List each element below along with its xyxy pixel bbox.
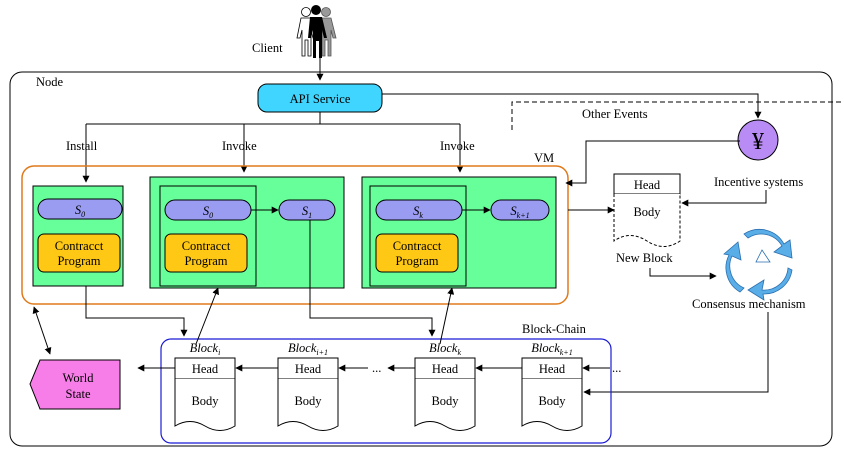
new-block-head: Head [634,178,661,192]
contract-program-line1: Contracct [55,239,104,253]
chain-ellipsis-1: ... [372,361,381,375]
client-label: Client [252,41,283,55]
state-s1-label: S1 [302,204,312,220]
invoke-label-2: Invoke [440,139,475,153]
state-sk1-label: Sk+1 [510,204,529,220]
block-k-label: Blockk [429,341,461,357]
new-block-body: Body [633,205,661,219]
install-label: Install [66,139,98,153]
state-s0-label-2: S0 [203,204,213,220]
state-sk-label: Sk [413,204,423,220]
contract-program-box [37,233,121,273]
incentive-symbol: ¥ [752,129,764,155]
blockchain-container [160,338,612,444]
state-s0-label: S0 [75,203,85,219]
world-state-shape [29,359,121,410]
contract-program-2-line2: Program [184,254,227,268]
block-k-head: Head [432,362,459,376]
contract-program-line2: Program [57,254,100,268]
recycle-icon [723,228,793,301]
block-i1-label: Blocki+1 [288,341,328,357]
blockchain-label: Block-Chain [522,322,587,336]
incentive-label: Incentive systems [714,175,803,189]
state-sk1-pill [490,199,550,221]
world-state-line1: World [63,371,95,385]
block-document [174,357,236,431]
incentive-yen-icon [737,119,779,161]
block-k-body: Body [431,394,459,408]
block-k1-label: Blockk+1 [531,341,572,357]
block-k1-body: Body [538,394,566,408]
block-document [521,357,583,431]
people-group-icon [296,5,337,58]
contract-inner-frame-2 [159,185,257,287]
block-i1-head: Head [295,362,322,376]
block-document [414,357,476,431]
contract-program-2-line1: Contracct [182,239,231,253]
new-block-label: New Block [616,251,673,265]
contract-program-box-2 [164,233,248,273]
block-document [277,357,339,431]
other-events-label: Other Events [582,107,648,121]
consensus-label: Consensus mechanism [692,297,806,311]
state-s0-pill [37,198,123,220]
node-label: Node [36,75,64,89]
contract-program-box-3 [375,233,459,273]
invoke-label-1: Invoke [222,139,257,153]
contract-program-3-line1: Contracct [393,239,442,253]
chain-ellipsis-2: ... [612,361,621,375]
contract-inner-frame-3 [369,185,467,287]
block-i-label: Blocki [190,341,221,357]
contract-program-3-line2: Program [395,254,438,268]
new-block-document [613,173,681,247]
node-container [9,71,833,447]
vm-container [21,165,569,305]
block-i-head: Head [192,362,219,376]
block-i1-body: Body [294,394,322,408]
api-service-label: API Service [290,92,351,106]
block-k1-head: Head [539,362,566,376]
world-state-line2: State [66,387,91,401]
vm-label: VM [534,151,554,165]
block-i-body: Body [191,394,219,408]
state-s1-pill [278,199,336,221]
